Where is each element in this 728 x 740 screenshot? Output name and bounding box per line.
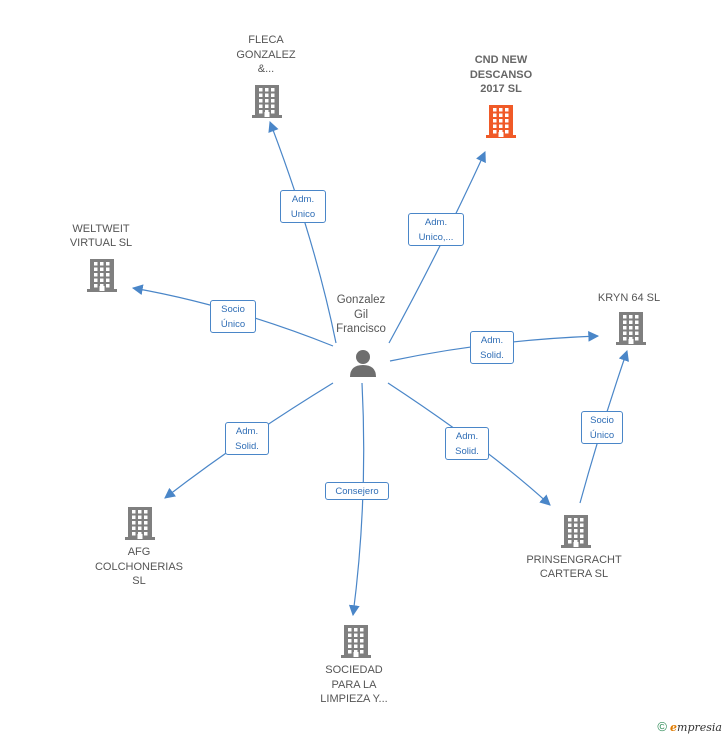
brand-name: mpresia (677, 721, 722, 734)
edge-label-center-prinsen[interactable]: Adm. Solid. (445, 426, 489, 460)
company-name[interactable]: SOCIEDAD PARA LA LIMPIEZA Y... (320, 664, 388, 706)
brand-logo: empresia (670, 721, 722, 734)
edge-label-center-sociedad[interactable]: Consejero (325, 482, 389, 500)
copyright-footer: © empresia (657, 719, 722, 734)
edge-label-center-weltweit[interactable]: Socio Único (210, 299, 256, 333)
edge-label-prinsen-kryn[interactable]: Socio Único (581, 410, 623, 444)
building-icon[interactable] (615, 310, 647, 351)
edge-center-fleca (268, 120, 337, 344)
company-name[interactable]: PRINSENGRACHT CARTERA SL (526, 553, 622, 581)
building-icon[interactable] (485, 103, 517, 144)
company-name[interactable]: WELTWEIT VIRTUAL SL (69, 222, 133, 250)
person-icon[interactable] (348, 348, 378, 383)
edge-label-center-cnd[interactable]: Adm. Unico,... (408, 212, 464, 246)
edge-label-center-afg[interactable]: Adm. Solid. (225, 421, 269, 455)
building-icon[interactable] (251, 83, 283, 124)
company-name[interactable]: CND NEW DESCANSO 2017 SL (469, 54, 533, 96)
edge-label-center-fleca[interactable]: Adm. Unico (280, 189, 326, 223)
company-name[interactable]: AFG COLCHONERIAS SL (94, 546, 184, 588)
building-icon[interactable] (340, 623, 372, 664)
person-name[interactable]: Gonzalez Gil Francisco (336, 294, 386, 336)
building-icon[interactable] (86, 257, 118, 298)
company-name[interactable]: FLECA GONZALEZ &... (236, 34, 296, 76)
building-icon[interactable] (560, 513, 592, 554)
building-icon[interactable] (124, 505, 156, 546)
brand-initial: e (670, 721, 678, 734)
edge-center-cnd (388, 151, 486, 344)
company-name[interactable]: KRYN 64 SL (597, 291, 661, 304)
edge-label-center-kryn[interactable]: Adm. Solid. (470, 330, 514, 364)
copyright-symbol: © (657, 719, 667, 734)
edges-layer (131, 120, 629, 617)
